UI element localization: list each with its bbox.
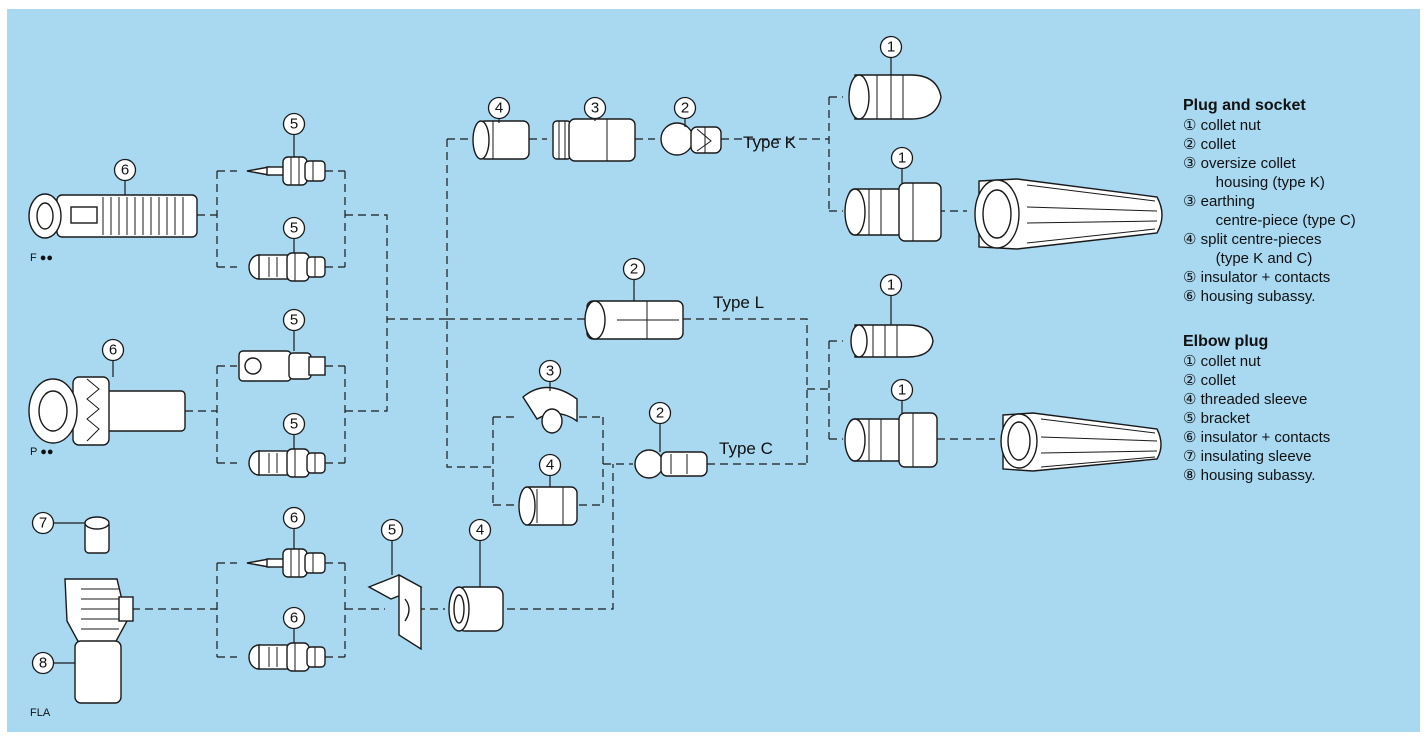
svg-text:2: 2 (681, 100, 689, 117)
legend-item: ③ earthing centre-piece (type C) (1183, 192, 1418, 230)
legend-item: ⑥ insulator + contacts (1183, 428, 1418, 447)
svg-text:7: 7 (39, 515, 47, 532)
svg-text:5: 5 (290, 416, 298, 433)
svg-text:5: 5 (388, 522, 396, 539)
f-part-label: F ●● (30, 252, 53, 264)
threaded-sleeve (449, 587, 503, 631)
legend-item: ③ oversize collet housing (type K) (1183, 154, 1418, 192)
legend-elbow-plug: Elbow plug ① collet nut ② collet ④ threa… (1183, 332, 1418, 485)
type-l-label: Type L (713, 293, 764, 312)
p-part-label: P ●● (30, 446, 53, 458)
legend-plug-socket: Plug and socket ① collet nut ② collet ③ … (1183, 96, 1418, 306)
type-k-parts (473, 119, 721, 161)
fla-elbow-housing (65, 517, 133, 703)
legend-item: ② collet (1183, 135, 1418, 154)
svg-text:6: 6 (290, 610, 298, 627)
svg-text:1: 1 (887, 39, 895, 56)
legend-item: ① collet nut (1183, 116, 1418, 135)
svg-text:5: 5 (290, 220, 298, 237)
legend-item: ⑦ insulating sleeve (1183, 447, 1418, 466)
svg-text:4: 4 (546, 457, 554, 474)
svg-text:2: 2 (656, 405, 664, 422)
f-housing-subassy (29, 194, 197, 238)
svg-text:1: 1 (898, 382, 906, 399)
legend-plug-socket-title: Plug and socket (1183, 96, 1418, 116)
type-k-label: Type K (743, 133, 797, 152)
svg-text:4: 4 (495, 100, 503, 117)
legend-item: ⑧ housing subassy. (1183, 466, 1418, 485)
svg-text:4: 4 (476, 522, 484, 539)
collet-nuts (845, 75, 941, 467)
legend-item: ④ threaded sleeve (1183, 390, 1418, 409)
type-c-label: Type C (719, 439, 773, 458)
legend-item: ④ split centre-pieces (type K and C) (1183, 230, 1418, 268)
legend-elbow-plug-title: Elbow plug (1183, 332, 1418, 352)
p-housing-subassy (29, 377, 185, 445)
svg-text:1: 1 (898, 150, 906, 167)
legend-item: ② collet (1183, 371, 1418, 390)
svg-text:6: 6 (290, 510, 298, 527)
legend-item: ⑤ bracket (1183, 409, 1418, 428)
svg-text:6: 6 (109, 342, 117, 359)
svg-text:2: 2 (630, 261, 638, 278)
insulator-contacts-col1 (239, 157, 325, 671)
svg-text:5: 5 (290, 312, 298, 329)
fla-part-label: FLA (30, 707, 51, 719)
svg-text:5: 5 (290, 116, 298, 133)
type-l-collet (585, 301, 683, 339)
legend: Plug and socket ① collet nut ② collet ③ … (1183, 96, 1418, 485)
legend-item: ⑤ insulator + contacts (1183, 268, 1418, 287)
bracket (369, 575, 421, 649)
callout-6-f-text: 6 (121, 162, 129, 179)
svg-text:3: 3 (591, 100, 599, 117)
svg-text:3: 3 (546, 363, 554, 380)
boots (975, 179, 1162, 471)
svg-text:8: 8 (39, 655, 47, 672)
svg-text:1: 1 (887, 277, 895, 294)
legend-item: ⑥ housing subassy. (1183, 287, 1418, 306)
legend-item: ① collet nut (1183, 352, 1418, 371)
